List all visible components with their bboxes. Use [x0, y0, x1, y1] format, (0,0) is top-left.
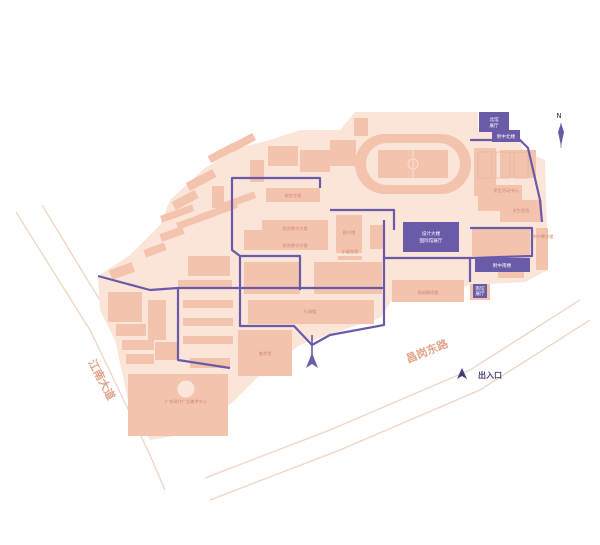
design-building-label: 设计大楼 — [422, 230, 441, 237]
legend: 出入口 — [457, 368, 502, 380]
arts-center-plaza — [176, 379, 196, 399]
library-label: 图书馆 — [343, 229, 356, 236]
courts — [477, 151, 529, 179]
featured-buildings — [403, 112, 530, 298]
art-museum-label: 美术馆 — [259, 350, 272, 357]
buildings-layer — [108, 118, 548, 436]
entrance-legend-icon — [457, 368, 467, 379]
south-hall-label-1: 南馆 — [475, 285, 485, 292]
building-labels: 北馆 展厅 附中北楼 设计大楼 国际馆展厅 附中南楼 南馆 展厅 研究生楼 综合… — [165, 116, 553, 405]
annex-south-label: 附中南楼 — [493, 262, 512, 269]
north-hall-label-1: 北馆 — [489, 116, 499, 123]
north-hall-label-2: 展厅 — [489, 123, 499, 129]
teaching-b-label: 综合教学大楼 — [282, 242, 307, 249]
arts-center-label: 广东现代广告美术中心 — [165, 398, 208, 405]
entrance-marker — [306, 335, 318, 368]
road-label-south: 昌岗东路 — [404, 336, 451, 366]
admin-label: 行政楼 — [304, 308, 317, 315]
east-block-label: 附中教学楼 — [533, 233, 554, 240]
student-activity-label: 学生活动中心 — [493, 187, 519, 194]
compass-north-label: N — [556, 112, 561, 120]
gallery-small-label: 小展览室 — [342, 248, 359, 255]
legend-entrance-label: 出入口 — [478, 370, 502, 380]
annex-north-label: 附中北楼 — [497, 133, 516, 140]
building-north-label: 研究生楼 — [285, 192, 302, 199]
design-gallery-label: 国际馆展厅 — [420, 237, 443, 244]
access-routes — [97, 138, 544, 370]
student-dorm-label: 学生宿舍 — [513, 207, 531, 214]
sports-field — [355, 134, 471, 194]
print-lab-label: 版画教研楼 — [418, 289, 439, 296]
compass: N — [556, 112, 564, 148]
teaching-a-label: 综合教学大楼 — [282, 225, 307, 232]
south-hall-label-2: 展厅 — [475, 291, 485, 297]
